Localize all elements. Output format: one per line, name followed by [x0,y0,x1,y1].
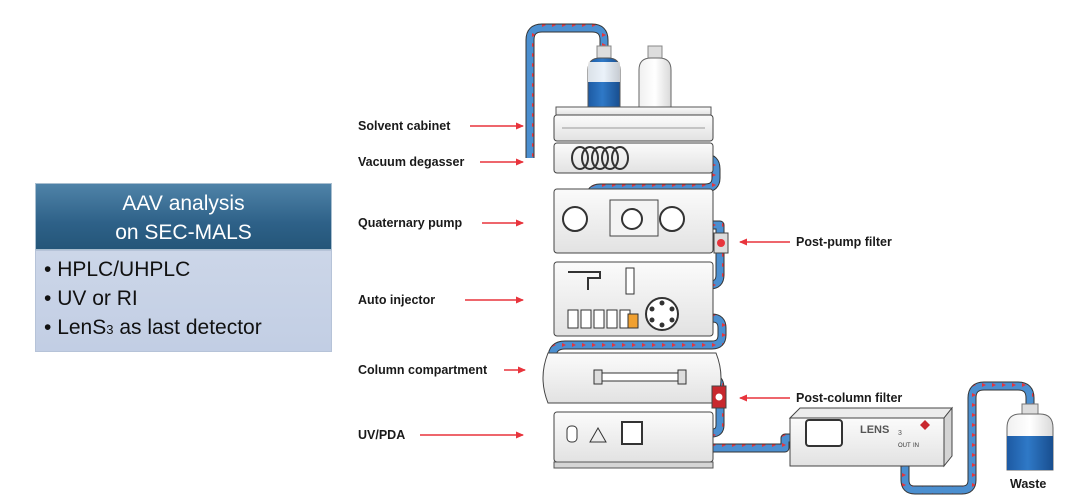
bullet-uv-ri: • UV or RI [44,287,138,310]
info-card-title-line1: AAV analysis [122,192,245,215]
label-solvent-cabinet: Solvent cabinet [358,119,451,133]
info-card-body: • HPLC/UHPLC • UV or RI • LenS3 as last … [35,250,332,352]
vacuum-degasser [553,142,714,174]
detector-brand-sub: 3 [898,430,902,437]
detector-port-out: OUT [898,443,911,449]
detector-brand: LENS [860,424,889,436]
info-card-title-line2: on SEC-MALS [115,221,252,244]
waste-bottle [1006,403,1054,471]
solvent-bottle-blue [587,45,621,109]
label-vacuum-degasser: Vacuum degasser [358,155,464,169]
label-post-column-filter: Post-column filter [796,391,902,405]
post-pump-filter [713,232,729,254]
auto-injector [553,261,714,337]
label-post-pump-filter: Post-pump filter [796,235,892,249]
label-auto-injector: Auto injector [358,293,435,307]
detector-port-in: IN [913,443,919,449]
lens3-detector: LENS 3 OUT IN [788,406,954,468]
label-column-compartment: Column compartment [358,363,488,377]
column-compartment [542,352,722,404]
post-column-filter [711,385,727,409]
uv-pda-detector [553,411,714,469]
solvent-bottle-clear [638,45,672,109]
info-card-header: AAV analysis on SEC-MALS [35,183,332,250]
label-uv-pda: UV/PDA [358,428,405,442]
quaternary-pump [553,188,714,254]
label-quaternary-pump: Quaternary pump [358,216,463,230]
bullet-lens3: • LenS3 as last detector [44,316,262,339]
label-waste: Waste [1010,477,1046,491]
solvent-cabinet [553,106,714,142]
diagram-labels: Solvent cabinet Vacuum degasser Quaterna… [358,119,1046,491]
bullet-hplc: • HPLC/UHPLC [44,258,191,281]
info-card: AAV analysis on SEC-MALS • HPLC/UHPLC • … [35,183,332,352]
